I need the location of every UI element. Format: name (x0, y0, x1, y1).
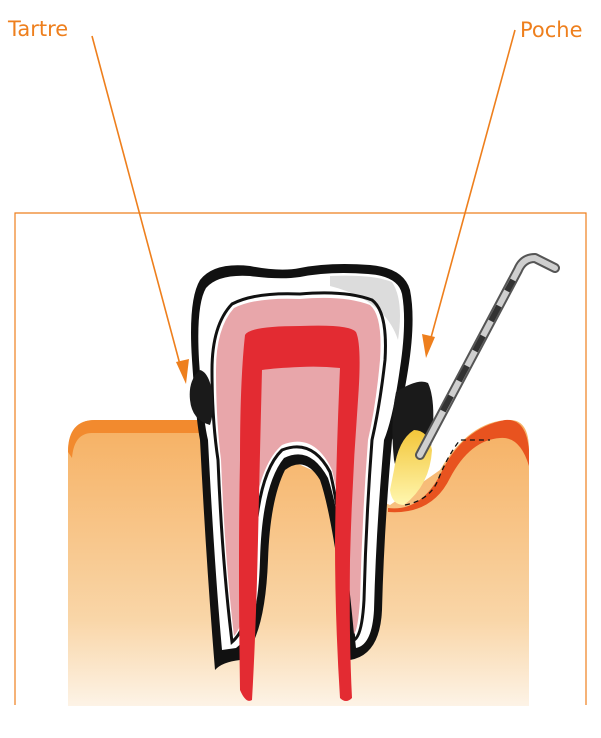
tartre-leader-line (92, 36, 182, 372)
label-poche: Poche (520, 18, 583, 42)
label-tartre: Tartre (8, 17, 68, 41)
poche-arrowhead (422, 334, 435, 358)
tartre-arrowhead (176, 359, 189, 384)
